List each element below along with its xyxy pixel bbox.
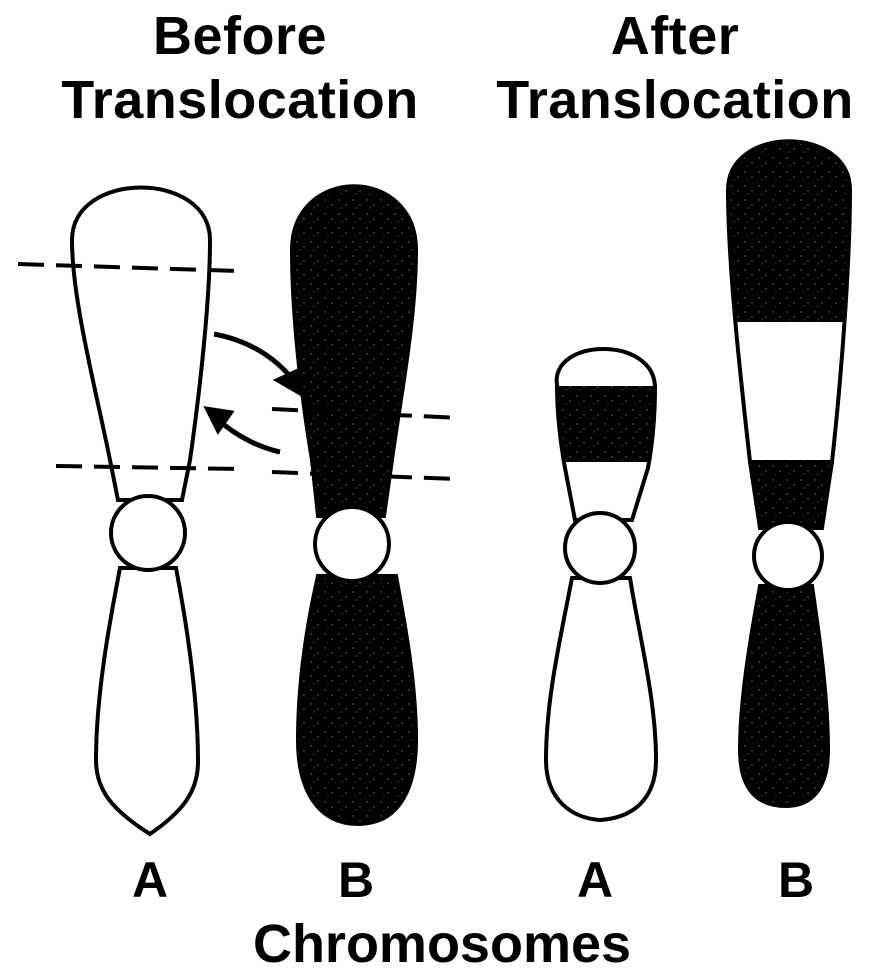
after-chromosome-b bbox=[710, 120, 870, 806]
exchange-arrows bbox=[206, 334, 300, 452]
before-a-break-line-lower bbox=[56, 466, 240, 469]
before-a-upper-arm bbox=[72, 188, 210, 501]
after-chromosome-a bbox=[540, 330, 670, 820]
before-b-lower-arm bbox=[298, 576, 416, 824]
after-b-translocated-band bbox=[710, 322, 870, 460]
after-a-label: A bbox=[545, 852, 645, 908]
before-chromosome-a bbox=[18, 188, 240, 835]
before-b-centromere bbox=[315, 507, 389, 581]
after-a-centromere bbox=[565, 513, 635, 583]
chromosomes-caption: Chromosomes bbox=[162, 914, 722, 974]
after-b-lower-arm bbox=[740, 586, 828, 806]
before-chromosome-b bbox=[272, 186, 460, 824]
arrow-a-to-b-head bbox=[276, 370, 300, 394]
after-a-lower-arm bbox=[546, 578, 656, 820]
before-b-upper-arm bbox=[292, 186, 416, 516]
before-a-label: A bbox=[100, 852, 200, 908]
before-a-centromere bbox=[111, 496, 185, 570]
after-b-centromere bbox=[754, 522, 822, 590]
before-a-lower-arm bbox=[96, 568, 198, 834]
before-b-label: B bbox=[306, 852, 406, 908]
after-b-label: B bbox=[746, 852, 846, 908]
